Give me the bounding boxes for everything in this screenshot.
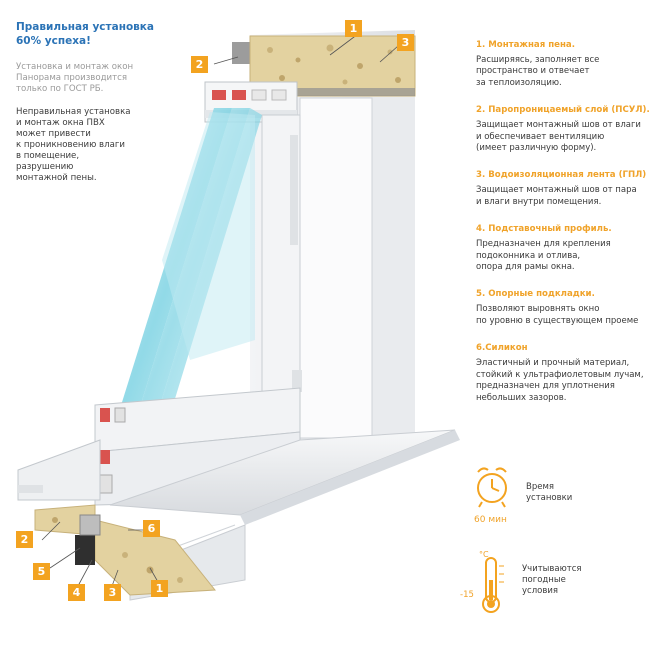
legend-description: Защищает монтажный шов от пара и влаги в… (476, 185, 637, 207)
badge-foam-bottom: 1 (151, 580, 168, 597)
legend-item-psul: 2. Паропроницаемый слой (ПСУЛ). Защищает… (476, 105, 650, 154)
alarm-clock-icon (477, 467, 507, 508)
legend: 1. Монтажная пена. Расширяясь, заполняет… (476, 40, 650, 420)
legend-title: 5. Опорные подкладки. (476, 289, 595, 300)
thermometer-icon (482, 557, 504, 613)
badge-silicone: 6 (143, 520, 160, 537)
badge-gpl-top: 3 (397, 34, 414, 51)
legend-title: 4. Подставочный профиль. (476, 224, 612, 235)
legend-description: Позволяют выровнять окно по уровню в сущ… (476, 304, 639, 326)
temperature-value: -15 (460, 590, 474, 600)
intro-title: Правильная установка 60% успеха! (16, 21, 155, 47)
badge-foam-top: 1 (345, 20, 362, 37)
legend-item-silicone: 6.Силикон Эластичный и прочный материал,… (476, 343, 644, 404)
legend-description: Предназначен для крепления подоконника и… (476, 239, 611, 273)
install-time-block: Время установки 60 мин (470, 460, 640, 530)
warning-note: Неправильная установка и монтаж окна ПВХ… (16, 107, 131, 183)
legend-title: 3. Водоизоляционная лента (ГПЛ) (476, 170, 647, 181)
legend-item-gpl: 3. Водоизоляционная лента (ГПЛ) Защищает… (476, 170, 647, 208)
legend-item-foam: 1. Монтажная пена. Расширяясь, заполняет… (476, 40, 644, 89)
legend-title: 2. Паропроницаемый слой (ПСУЛ). (476, 105, 650, 116)
intro-block: Правильная установка 60% успеха! Установ… (16, 20, 176, 184)
glass-unit (118, 108, 262, 428)
legend-title: 1. Монтажная пена. (476, 40, 575, 50)
thermometer-unit: °C (479, 550, 489, 559)
badge-base-profile: 4 (68, 584, 85, 601)
weather-block: °C -15 Учитываются погодные условия (455, 548, 640, 628)
legend-description: Расширяясь, заполняет все пространство и… (476, 55, 600, 88)
badge-psul-top: 2 (191, 56, 208, 73)
install-time-label: Время установки (526, 482, 573, 503)
badge-psul-bottom: 2 (16, 531, 33, 548)
legend-description: Защищает монтажный шов от влаги и обеспе… (476, 120, 641, 154)
weather-label: Учитываются погодные условия (522, 564, 582, 596)
legend-item-support-pads: 5. Опорные подкладки. Позволяют выровнят… (476, 289, 644, 327)
bottom-insulation (34, 504, 216, 596)
legend-title: 6.Силикон (476, 343, 528, 354)
legend-description: Эластичный и прочный материал, стойкий к… (476, 358, 644, 403)
badge-support-pads: 5 (33, 563, 50, 580)
drip-sill (17, 439, 101, 501)
gost-note: Установка и монтаж окон Панорама произво… (16, 62, 134, 94)
install-time-value: 60 мин (474, 515, 507, 525)
badge-gpl-bottom: 3 (104, 584, 121, 601)
legend-item-base-profile: 4. Подставочный профиль. Предназначен дл… (476, 224, 644, 273)
